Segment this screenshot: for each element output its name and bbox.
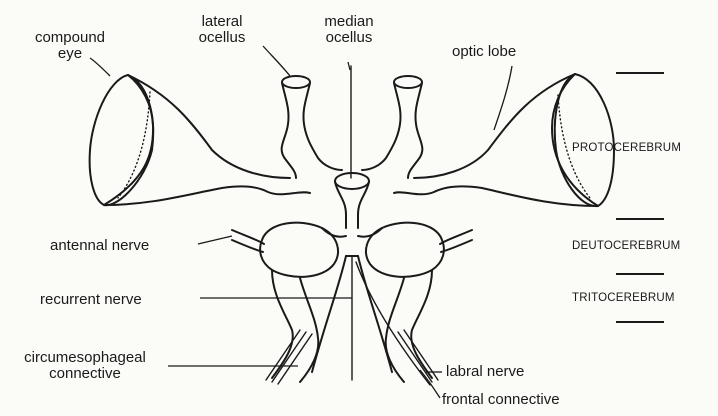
lateral-ocellus-leader bbox=[263, 46, 290, 76]
frontal-connective bbox=[312, 256, 430, 385]
tritocerebrum-label: TRITOCEREBRUM bbox=[572, 292, 675, 304]
median-ocellus-label: median ocellus bbox=[306, 14, 392, 46]
median-ocellus bbox=[335, 66, 369, 228]
lateral-ocellus-label-line2: ocellus bbox=[180, 30, 264, 46]
left-circumesophageal-connective bbox=[266, 270, 318, 384]
labral-nerve-label: labral nerve bbox=[446, 364, 524, 380]
optic-lobe-leader bbox=[494, 66, 512, 130]
antennal-nerve-label: antennal nerve bbox=[50, 238, 149, 254]
antennal-nerve-leader bbox=[198, 236, 232, 244]
protocerebrum-label: PROTOCEREBRUM bbox=[572, 142, 681, 154]
optic-lobe-label: optic lobe bbox=[452, 44, 516, 60]
right-compound-eye bbox=[552, 74, 614, 206]
recurrent-nerve-label: recurrent nerve bbox=[40, 292, 142, 308]
left-deutocerebrum-lobe bbox=[232, 223, 338, 277]
lateral-ocellus-label-line1: lateral bbox=[180, 14, 264, 30]
circumesophageal-connective-label: circumesophageal connective bbox=[6, 350, 164, 382]
circumesophageal-label-line2: connective bbox=[6, 366, 164, 382]
right-optic-lobe bbox=[394, 74, 598, 206]
compound-eye-label: compound eye bbox=[22, 30, 118, 62]
compound-eye-label-line2: eye bbox=[22, 46, 118, 62]
right-lateral-ocellus bbox=[362, 76, 422, 178]
median-ocellus-leader bbox=[348, 62, 350, 70]
median-ocellus-label-line2: ocellus bbox=[306, 30, 392, 46]
compound-eye-label-line1: compound bbox=[22, 30, 118, 46]
lateral-ocellus-label: lateral ocellus bbox=[180, 14, 264, 46]
left-lateral-ocellus bbox=[282, 76, 342, 178]
right-circumesophageal-connective bbox=[386, 270, 438, 382]
frontal-connective-label: frontal connective bbox=[442, 392, 560, 408]
deutocerebrum-label: DEUTOCEREBRUM bbox=[572, 240, 680, 252]
median-ocellus-label-line1: median bbox=[306, 14, 392, 30]
circumesophageal-label-line1: circumesophageal bbox=[6, 350, 164, 366]
right-deutocerebrum-lobe bbox=[366, 223, 472, 277]
